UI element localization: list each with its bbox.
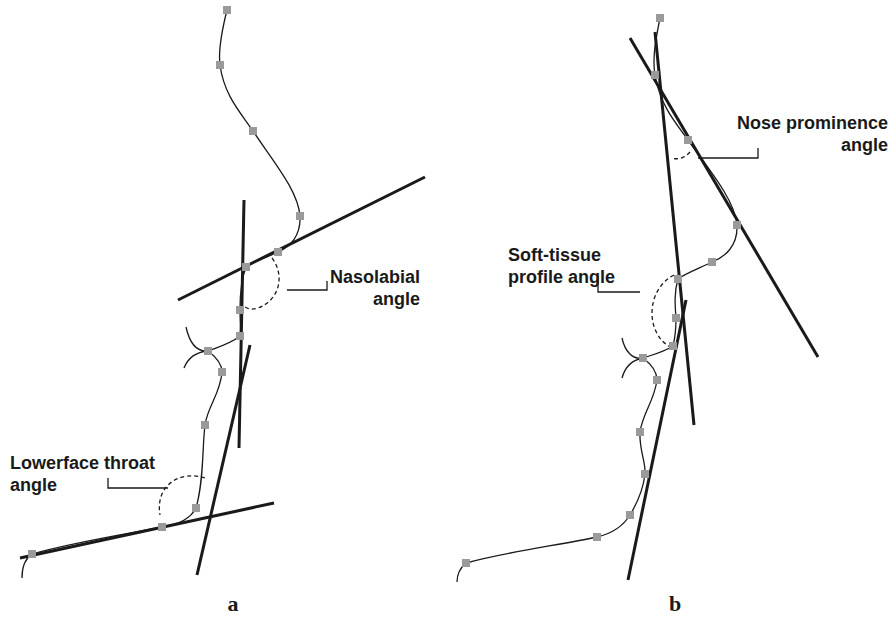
angle-label: Nasolabial angle — [310, 266, 420, 310]
angle-label: Nose prominence angle — [706, 112, 888, 156]
angle-label: Soft-tissue profile angle — [508, 244, 648, 288]
panel-letter: b — [665, 592, 685, 616]
panel-letter: a — [223, 592, 243, 616]
angle-label: Lowerface throat angle — [10, 452, 160, 496]
